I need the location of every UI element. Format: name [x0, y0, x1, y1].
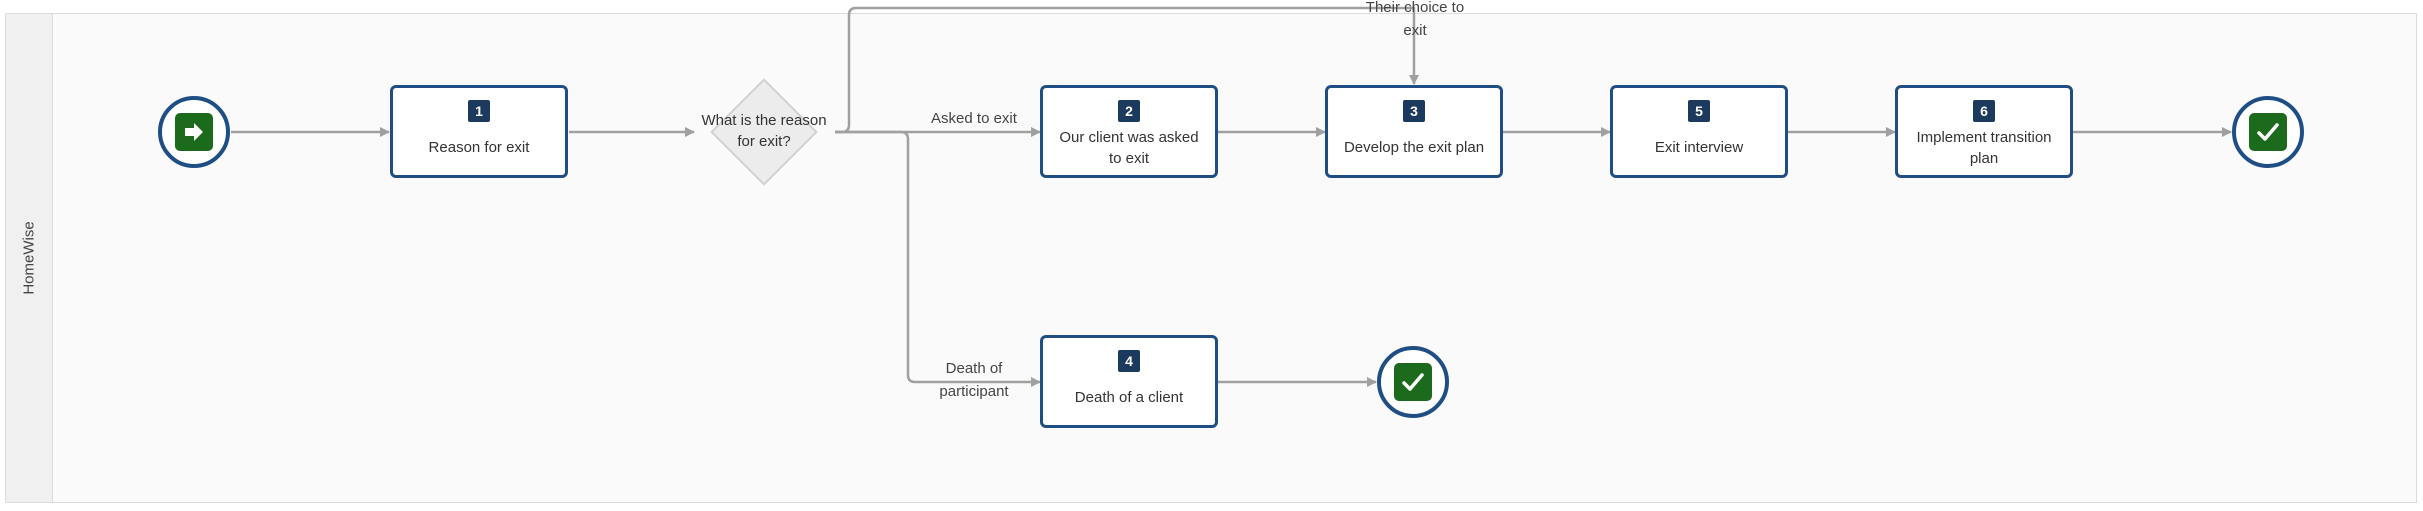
lane-header: HomeWise: [6, 14, 53, 502]
arrow-right-icon: [185, 123, 203, 141]
task-implement-transition-plan[interactable]: 6 Implement transition plan: [1895, 85, 2073, 178]
task-label: Death of a client: [1074, 389, 1184, 406]
checkmark-icon: [1402, 373, 1424, 391]
task-client-asked-to-exit[interactable]: 2 Our client was asked to exit: [1040, 85, 1218, 178]
task-label: Reason for exit: [428, 139, 530, 156]
task-number-badge: 5: [1688, 100, 1710, 122]
task-number-badge: 2: [1118, 100, 1140, 122]
edge-label-line: Their choice to: [1365, 0, 1465, 16]
task-reason-for-exit[interactable]: 1 Reason for exit: [390, 85, 568, 178]
end-event-badge: [1394, 363, 1432, 401]
edge-label-line: exit: [1403, 22, 1427, 39]
end-event-main[interactable]: [2232, 96, 2304, 168]
start-event[interactable]: [158, 96, 230, 168]
gateway-label: What is the reason for exit?: [701, 112, 827, 150]
connector-gateway-to-task4[interactable]: [835, 130, 1041, 387]
task-death-of-client[interactable]: 4 Death of a client: [1040, 335, 1218, 428]
task-label: Implement transition plan: [1916, 128, 2052, 167]
task-number-badge: 3: [1403, 100, 1425, 122]
task-number-badge: 6: [1973, 100, 1995, 122]
start-event-badge: [175, 113, 213, 151]
task-label: Our client was asked to exit: [1059, 128, 1199, 167]
edge-label-line: participant: [939, 383, 1009, 400]
task-number-badge: 4: [1118, 350, 1140, 372]
task-exit-interview[interactable]: 5 Exit interview: [1610, 85, 1788, 178]
edge-label-their-choice: Their choice to exit: [1345, 0, 1485, 42]
end-event-badge: [2249, 113, 2287, 151]
task-number-badge: 1: [468, 100, 490, 122]
edge-label-line: Death of: [945, 360, 1003, 377]
edge-label-death-of-participant: Death of participant: [904, 357, 1044, 403]
end-event-death[interactable]: [1377, 346, 1449, 418]
task-label: Exit interview: [1654, 139, 1744, 156]
task-develop-exit-plan[interactable]: 3 Develop the exit plan: [1325, 85, 1503, 178]
checkmark-icon: [2257, 123, 2279, 141]
task-label: Develop the exit plan: [1343, 139, 1485, 156]
edge-label-asked-to-exit: Asked to exit: [931, 110, 1017, 127]
